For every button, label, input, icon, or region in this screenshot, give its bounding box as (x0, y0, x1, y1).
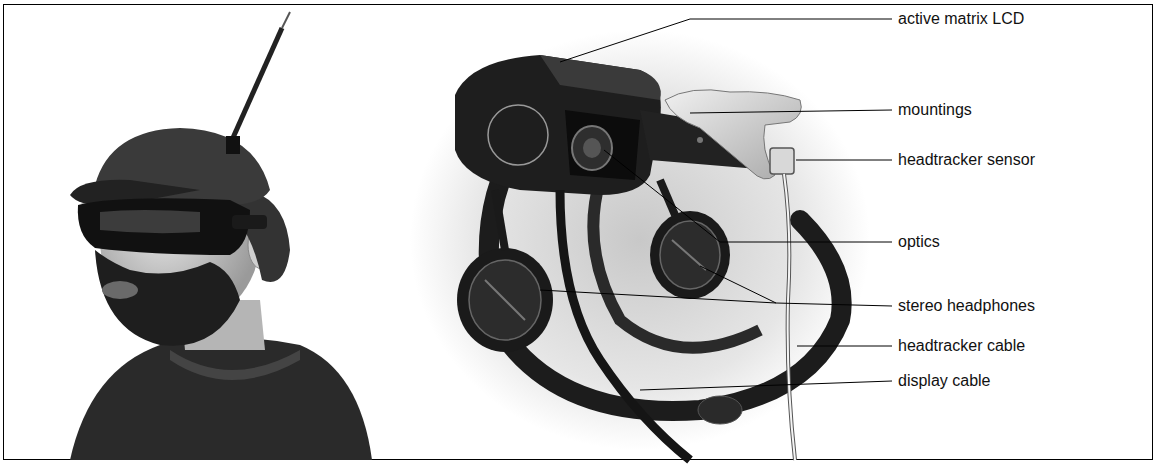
part-label: mountings (896, 101, 974, 119)
part-label: active matrix LCD (896, 10, 1026, 28)
leader-lines (540, 19, 892, 390)
part-label: optics (896, 233, 942, 251)
part-label: headtracker cable (896, 337, 1027, 355)
wearer-photo (70, 12, 372, 460)
part-label: stereo headphones (896, 297, 1037, 315)
part-label: headtracker sensor (896, 151, 1037, 169)
part-label: display cable (896, 372, 993, 390)
frame (4, 5, 1153, 460)
photo-shadow (410, 30, 870, 450)
hmd-photo (455, 55, 842, 460)
